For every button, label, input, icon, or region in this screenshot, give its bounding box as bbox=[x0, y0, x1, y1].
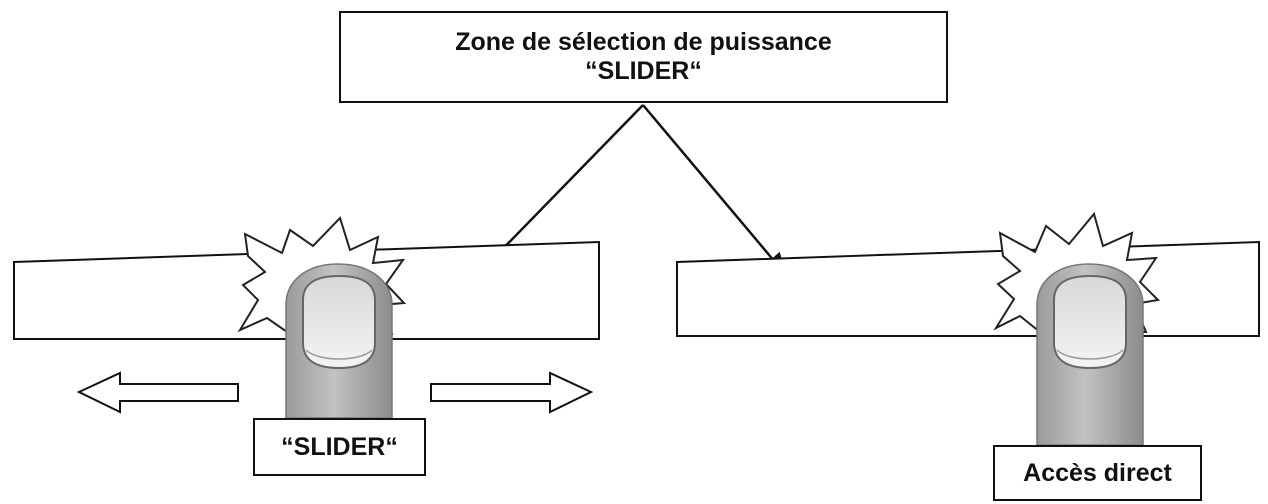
finger-icon-left bbox=[285, 263, 393, 419]
direct-access-label: Accès direct bbox=[1023, 458, 1172, 487]
right-arrow-icon bbox=[430, 371, 594, 414]
slider-label: “SLIDER“ bbox=[281, 432, 398, 461]
pointer-line-right bbox=[642, 104, 776, 263]
slider-zone-right bbox=[676, 240, 1260, 337]
title-box: Zone de sélection de puissance “SLIDER“ bbox=[339, 11, 948, 103]
title-line-2: “SLIDER“ bbox=[585, 57, 702, 85]
left-arrow-icon bbox=[76, 371, 239, 414]
direct-access-label-box: Accès direct bbox=[993, 445, 1202, 501]
title-line-1: Zone de sélection de puissance bbox=[455, 28, 832, 56]
finger-icon-right bbox=[1036, 263, 1144, 446]
pointer-line-left bbox=[487, 104, 644, 265]
slider-label-box: “SLIDER“ bbox=[253, 418, 426, 476]
